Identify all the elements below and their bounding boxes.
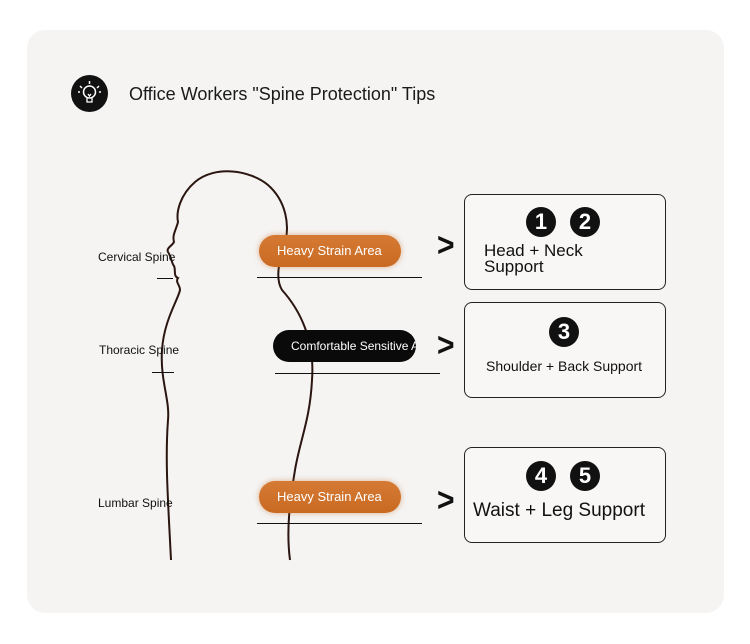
area-pill-cervical: Heavy Strain Area [259,235,401,267]
support-box-shoulder-back: 3 Shoulder + Back Support [464,302,666,398]
number-badge: 5 [570,461,600,491]
chevron-right-icon: > [437,327,455,364]
number-badge: 4 [526,461,556,491]
lightbulb-icon [71,75,108,112]
spine-label-thoracic: Thoracic Spine [99,343,180,357]
area-pill-lumbar: Heavy Strain Area [259,481,401,513]
number-badge: 2 [570,207,600,237]
divider [257,523,422,524]
chevron-right-icon: > [437,482,455,519]
support-label: Waist + Leg Support [473,500,645,521]
area-pill-thoracic: Comfortable Sensitive Area [273,330,416,362]
divider [275,373,440,374]
support-label: Head + Neck Support [484,241,583,276]
spine-label-cervical: Cervical Spine [98,250,176,264]
spine-label-lumbar: Lumbar Spine [98,496,173,510]
divider [257,277,422,278]
page-title: Office Workers "Spine Protection" Tips [129,84,436,104]
support-label: Shoulder + Back Support [486,358,643,374]
chevron-right-icon: > [437,227,455,264]
number-badge: 1 [526,207,556,237]
number-badge: 3 [549,317,579,347]
